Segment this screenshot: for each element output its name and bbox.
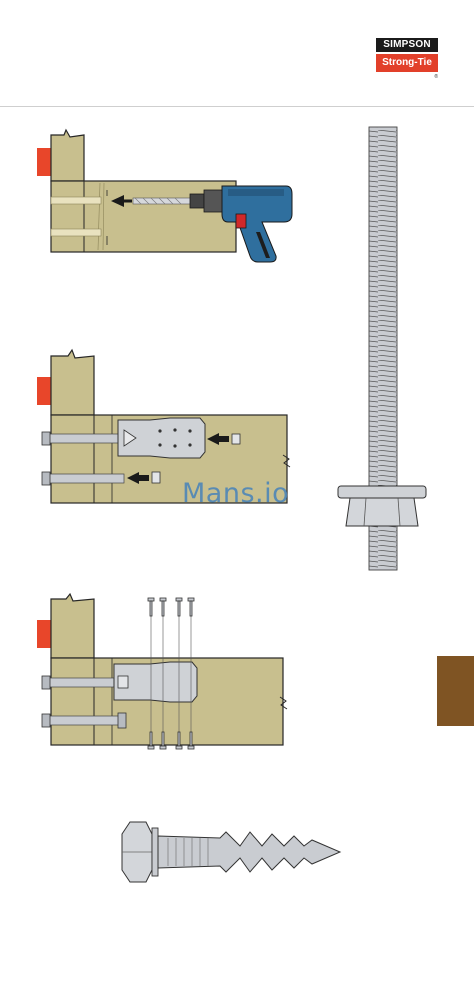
step-2-rod-installation-illustration [41,348,291,504]
section-tab [437,656,474,726]
header-divider [0,106,474,107]
step-3-fastening-illustration [41,592,288,750]
hex-nut-icon [337,485,427,527]
logo-brand-top: SIMPSON [376,38,438,52]
watermark: Mans.io [182,478,290,509]
simpson-strong-tie-logo: SIMPSON Strong-Tie ® [376,38,438,80]
step-1-drilling-illustration [50,128,293,263]
arrow-left-icon [111,195,132,207]
logo-registered-mark: ® [434,74,438,80]
drill-icon [189,185,293,263]
logo-brand-bottom: Strong-Tie [376,54,438,72]
